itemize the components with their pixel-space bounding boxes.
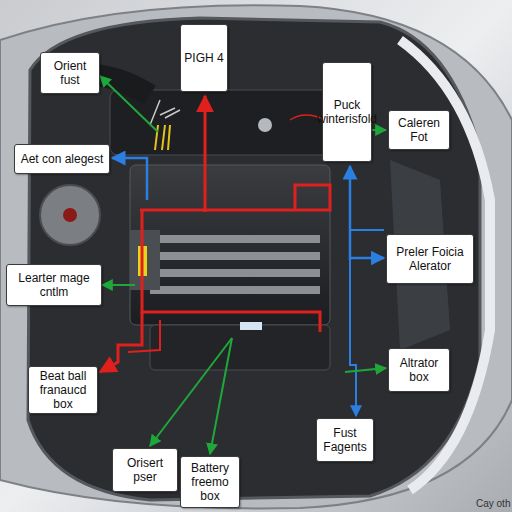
- green-leader: [372, 129, 386, 131]
- callout-text: Altrator box: [392, 356, 446, 384]
- callout-text: PIGH 4: [184, 51, 223, 65]
- callout-box: Caleren Fot: [388, 110, 450, 150]
- block-end: [130, 230, 160, 290]
- callout-box: Learter mage cntlm: [6, 264, 102, 306]
- callout-text: Orient fust: [44, 59, 96, 87]
- callout-box: Battery freemo box: [180, 456, 240, 508]
- engine-bay: [28, 18, 480, 500]
- engine-block: [130, 165, 330, 325]
- block-rib: [150, 269, 320, 277]
- callout-text: Learter mage cntlm: [10, 271, 98, 299]
- callout-box: Aet con alegest: [14, 144, 110, 174]
- block-rib: [150, 252, 320, 260]
- callout-text: Aet con alegest: [21, 152, 104, 166]
- lower-tray: [150, 325, 330, 370]
- red-wire: [142, 210, 320, 332]
- car-body: [0, 5, 512, 508]
- green-leader: [150, 338, 232, 446]
- block-rib: [150, 235, 320, 243]
- callout-text: Fust Fagents: [320, 426, 370, 454]
- connector: [240, 322, 262, 330]
- callout-text: Preler Foicia Alerator: [390, 245, 470, 273]
- callout-box: Beat ball franaucd box: [28, 366, 98, 414]
- watermark-text: Cay oth: [476, 498, 510, 509]
- blue-wire: [350, 230, 384, 258]
- callout-text: Beat ball franaucd box: [32, 369, 94, 411]
- blue-leader: [112, 158, 147, 200]
- red-leader: [100, 312, 142, 372]
- terminal: [258, 118, 272, 132]
- block-rib: [150, 286, 320, 294]
- reservoir-cap: [40, 185, 100, 245]
- callout-box: Preler Foicia Alerator: [386, 234, 474, 284]
- blue-leader: [350, 257, 384, 260]
- green-leader: [100, 76, 158, 132]
- callout-text: Puck winterisfold: [317, 98, 377, 126]
- fuse-strips: [155, 125, 170, 150]
- green-leader: [210, 338, 232, 454]
- callout-box: Fust Fagents: [316, 418, 374, 462]
- red-wire: [128, 320, 160, 352]
- red-leader: [204, 96, 207, 212]
- callout-box: Puck winterisfold: [322, 62, 372, 162]
- callout-box: PIGH 4: [180, 24, 228, 92]
- callout-box: Altrator box: [388, 348, 450, 392]
- callout-box: Orient fust: [40, 52, 100, 94]
- callout-box: Orisert pser: [112, 448, 178, 492]
- callout-text: Caleren Fot: [392, 116, 446, 144]
- green-leader: [345, 368, 386, 372]
- callout-text: Orisert pser: [116, 456, 174, 484]
- red-wire: [140, 185, 330, 210]
- reservoir-center: [63, 208, 77, 222]
- callout-text: Battery freemo box: [184, 461, 236, 503]
- green-leader: [102, 284, 135, 286]
- blue-leader: [350, 258, 356, 416]
- wire-bundle: [150, 100, 180, 125]
